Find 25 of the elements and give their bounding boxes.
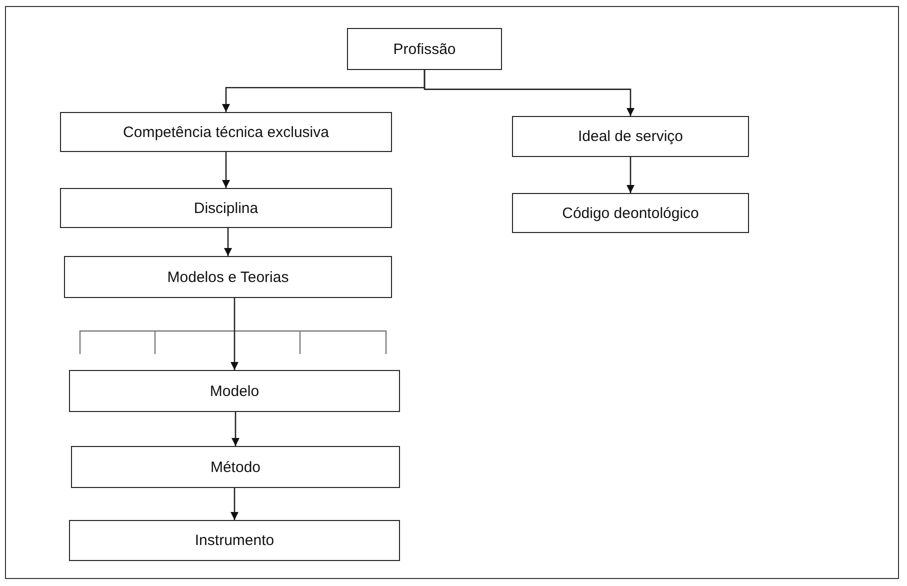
- arrow: [224, 228, 232, 256]
- process-box: [71, 446, 400, 488]
- process-box: [69, 520, 400, 561]
- process-box: [512, 193, 749, 233]
- box-label: Competência técnica exclusiva: [123, 124, 329, 140]
- box-label: Disciplina: [194, 200, 258, 216]
- process-box: [60, 188, 392, 228]
- process-box: [512, 116, 749, 157]
- arrow: [424, 70, 634, 116]
- process-box: [69, 370, 400, 412]
- process-box: [64, 256, 392, 298]
- arrow: [232, 412, 240, 446]
- box-label: Código deontológico: [562, 204, 699, 222]
- process-box: [347, 28, 502, 70]
- arrow: [230, 298, 238, 370]
- box-label: Instrumento: [194, 532, 274, 549]
- box-label: Método: [210, 458, 261, 476]
- arrow: [626, 157, 634, 193]
- arrow: [222, 152, 230, 188]
- box-label: Ideal de serviço: [578, 128, 684, 145]
- box-label: Profissão: [393, 40, 456, 58]
- box-label: Modelo: [210, 382, 260, 400]
- arrow: [230, 488, 238, 520]
- process-box: [60, 112, 392, 152]
- box-label: Modelos e Teorias: [167, 268, 289, 286]
